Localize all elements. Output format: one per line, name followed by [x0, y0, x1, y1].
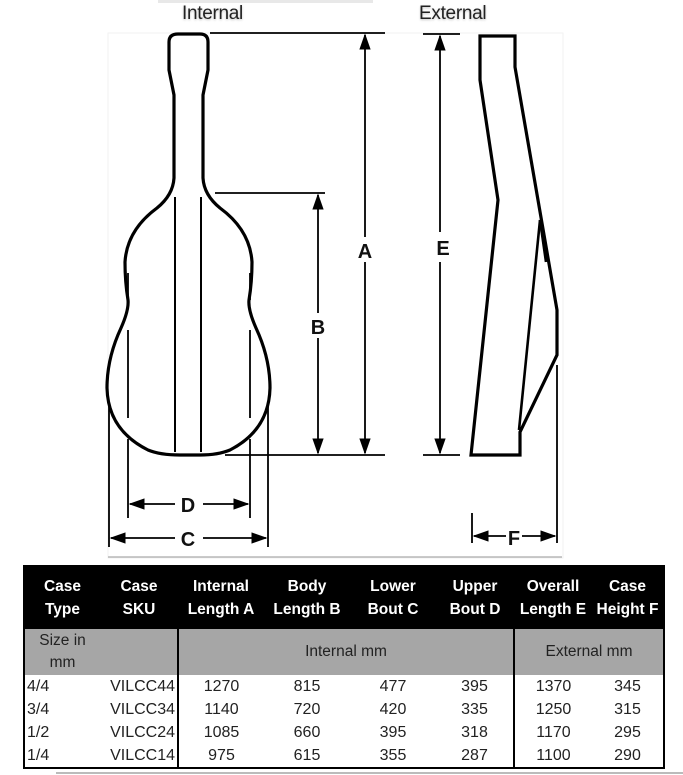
dimension-f-letter: F	[508, 528, 520, 550]
cell-case-type: 3/4	[27, 701, 50, 718]
cell-case-sku: VILCC34	[100, 698, 179, 721]
cell-internal-length-a: 1270	[203, 678, 240, 695]
cell-lower-bout-c: 420	[379, 701, 407, 718]
cell-overall-length-e: 1250	[535, 701, 572, 718]
cell-upper-bout-d: 318	[436, 721, 515, 744]
external-mm-group-label: External mm	[514, 629, 664, 675]
cell-case-height-f: 295	[614, 724, 641, 741]
internal-mm-group-label: Internal mm	[178, 629, 515, 675]
cell-body-length-b: 720	[293, 701, 321, 718]
cell-internal-length-a: 1085	[203, 724, 240, 741]
top-divider	[158, 0, 373, 3]
dimension-a: A	[358, 33, 372, 455]
cell-case-type: 4/4	[27, 678, 50, 695]
cell-upper-bout-d: 335	[436, 698, 515, 721]
cell-overall-length-e: 1170	[536, 724, 571, 741]
cell-case-height-f: 315	[614, 701, 641, 718]
cell-lower-bout-c: 395	[379, 724, 407, 741]
table-row: 4/4 VILCC44 1270 815 477 395 1370 345	[24, 675, 664, 698]
external-view-label: External	[419, 3, 487, 24]
cell-body-length-b: 615	[293, 747, 321, 764]
cell-overall-length-e: 1100	[536, 747, 571, 764]
dimension-d-letter: D	[181, 495, 195, 517]
cell-case-sku: VILCC44	[100, 675, 179, 698]
cell-case-type: 1/2	[27, 724, 50, 741]
cell-internal-length-a: 1140	[204, 701, 239, 718]
cell-lower-bout-c: 477	[379, 678, 407, 695]
guitar-center-lines	[174, 197, 202, 452]
subheader-empty-cell	[100, 629, 179, 675]
dimension-c: C	[109, 529, 268, 551]
guitar-outline-internal	[105, 32, 272, 457]
dimension-d-extensions	[127, 273, 251, 518]
dimension-c-extensions	[108, 402, 269, 547]
case-dimension-diagram: D C A B E F	[105, 32, 564, 559]
internal-view-label: Internal	[182, 3, 243, 24]
dimension-f: F	[471, 365, 558, 550]
cell-case-type: 1/4	[27, 747, 50, 764]
dimension-b: B	[311, 193, 325, 455]
cell-case-height-f: 290	[614, 747, 641, 764]
dimension-e-letter: E	[436, 238, 449, 260]
cell-body-length-b: 660	[293, 724, 321, 741]
dimension-d: D	[128, 495, 250, 517]
table-row: 1/2 VILCC24 1085 660 395 318 1170 295	[24, 721, 664, 744]
cell-case-sku: VILCC24	[100, 721, 179, 744]
dimension-b-letter: B	[311, 317, 325, 339]
cell-case-height-f: 345	[614, 678, 641, 695]
dimension-a-letter: A	[358, 241, 372, 263]
table-row: 3/4 VILCC34 1140 720 420 335 1250 315	[24, 698, 664, 721]
cell-case-sku: VILCC14	[100, 744, 179, 768]
table-row: 1/4 VILCC14 975 615 355 287 1100 290	[24, 744, 664, 768]
case-side-profile	[469, 34, 559, 457]
cell-lower-bout-c: 355	[379, 747, 407, 764]
cell-body-length-b: 815	[293, 678, 321, 695]
dimension-e: E	[423, 33, 460, 456]
bottom-divider	[56, 772, 683, 774]
cell-internal-length-a: 975	[208, 747, 235, 764]
cell-upper-bout-d: 395	[436, 675, 515, 698]
cell-overall-length-e: 1370	[535, 678, 572, 695]
cell-upper-bout-d: 287	[436, 744, 515, 768]
dimension-c-letter: C	[181, 529, 195, 551]
